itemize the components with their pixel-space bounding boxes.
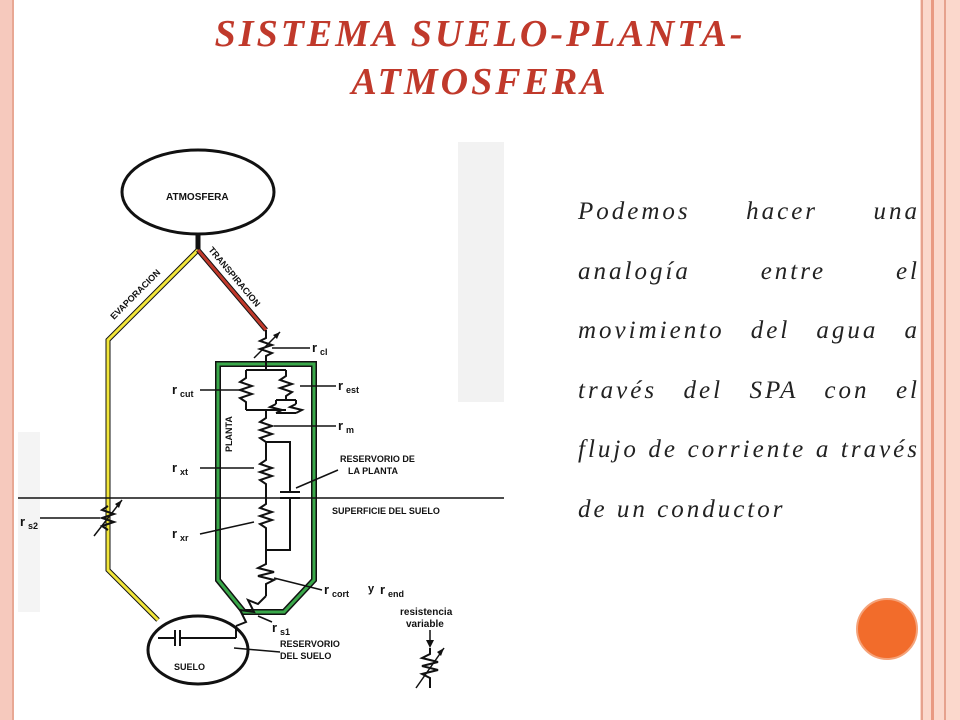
resistor-rxt bbox=[256, 452, 276, 492]
resistor-rest-upper bbox=[276, 370, 296, 400]
plant-label: PLANTA bbox=[224, 416, 234, 452]
slide-frame-stripe bbox=[921, 0, 923, 720]
legend-variable-resistor bbox=[419, 648, 439, 688]
leader-reservoir-plant bbox=[295, 469, 339, 489]
label-rend: r bbox=[380, 582, 385, 597]
label-rs2: r bbox=[20, 514, 25, 529]
label-rend-sub: end bbox=[388, 589, 404, 599]
label-rcl: r bbox=[312, 340, 317, 355]
slide-frame-stripe bbox=[944, 0, 946, 720]
legend-variable-arrowhead bbox=[437, 648, 444, 656]
soil-label: SUELO bbox=[174, 662, 205, 672]
label-rm: r bbox=[338, 418, 343, 433]
variable-arrowhead bbox=[115, 500, 122, 508]
label-rxt: r bbox=[172, 460, 177, 475]
leader-rs1 bbox=[257, 615, 273, 623]
leader-rcort bbox=[273, 577, 323, 591]
label-rest: r bbox=[338, 378, 343, 393]
resistor-rxr bbox=[256, 492, 276, 550]
resistor-rcut bbox=[236, 370, 256, 410]
resistor-rm bbox=[256, 410, 276, 452]
slide-title-line2: ATMOSFERA bbox=[351, 61, 609, 103]
label-reservoir-soil-1: RESERVORIO bbox=[280, 639, 340, 649]
spa-circuit-diagram: ATMOSFERA SUELO EVAPORACION TRANSPIRACIO… bbox=[18, 142, 504, 716]
label-reservoir-plant-2: LA PLANTA bbox=[348, 466, 398, 476]
label-reservoir-soil-2: DEL SUELO bbox=[280, 651, 331, 661]
evaporation-path-outline bbox=[105, 234, 201, 622]
label-rcort: r bbox=[324, 582, 329, 597]
slide-frame-right bbox=[920, 0, 960, 720]
slide-frame-stripe bbox=[931, 0, 934, 720]
slide-title-line1: SISTEMA SUELO-PLANTA- bbox=[214, 13, 746, 55]
plant-box bbox=[216, 362, 316, 614]
soil-ellipse bbox=[146, 614, 250, 686]
spa-circuit-svg: ATMOSFERA SUELO EVAPORACION TRANSPIRACIO… bbox=[18, 142, 504, 689]
resistor-rcort bbox=[255, 550, 277, 596]
legend-arrowhead bbox=[426, 640, 434, 648]
decorative-orange-circle bbox=[856, 598, 918, 660]
leader-reservoir-soil bbox=[233, 647, 281, 653]
legend-label-2: variable bbox=[406, 619, 444, 630]
resistor-rest-lower-right bbox=[287, 403, 305, 414]
legend-label-1: resistencia bbox=[400, 607, 453, 618]
label-rcut: r bbox=[172, 382, 177, 397]
resistor-rs1 bbox=[235, 595, 267, 627]
label-reservoir-plant-1: RESERVORIO DE bbox=[340, 454, 415, 464]
atmosphere-label: ATMOSFERA bbox=[166, 192, 229, 203]
evaporation-path bbox=[106, 248, 200, 622]
legend-variable-arrow bbox=[415, 647, 445, 689]
label-rs1: r bbox=[272, 620, 277, 635]
transpiration-label: TRANSPIRACION bbox=[206, 245, 262, 309]
analogy-paragraph: Podemos hacer una analogía entre el movi… bbox=[578, 198, 920, 523]
label-rs1-sub: s1 bbox=[280, 627, 290, 637]
label-rest-sub: est bbox=[346, 385, 359, 395]
slide-frame-left bbox=[0, 0, 14, 720]
label-rxr: r bbox=[172, 526, 177, 541]
label-rs2-sub: s2 bbox=[28, 521, 38, 531]
slide-title: SISTEMA SUELO-PLANTA- ATMOSFERA bbox=[90, 10, 870, 106]
transpiration-path bbox=[196, 249, 268, 331]
label-rcort-sub: cort bbox=[332, 589, 349, 599]
scan-artifact bbox=[18, 432, 40, 612]
reservoir-branch-wire bbox=[266, 441, 291, 492]
label-soil-surface: SUPERFICIE DEL SUELO bbox=[332, 506, 440, 516]
scan-artifact bbox=[458, 142, 504, 402]
label-rxr-sub: xr bbox=[180, 533, 189, 543]
variable-arrowhead bbox=[273, 332, 280, 339]
label-rcl-sub: cl bbox=[320, 347, 328, 357]
label-rxt-sub: xt bbox=[180, 467, 188, 477]
label-y: y bbox=[368, 583, 375, 595]
label-rcut-sub: cut bbox=[180, 389, 194, 399]
label-rm-sub: m bbox=[346, 425, 354, 435]
resistor-rest-lower-left bbox=[267, 403, 285, 414]
reservoir-branch-wire bbox=[266, 498, 291, 551]
leader-rxr bbox=[199, 521, 255, 535]
